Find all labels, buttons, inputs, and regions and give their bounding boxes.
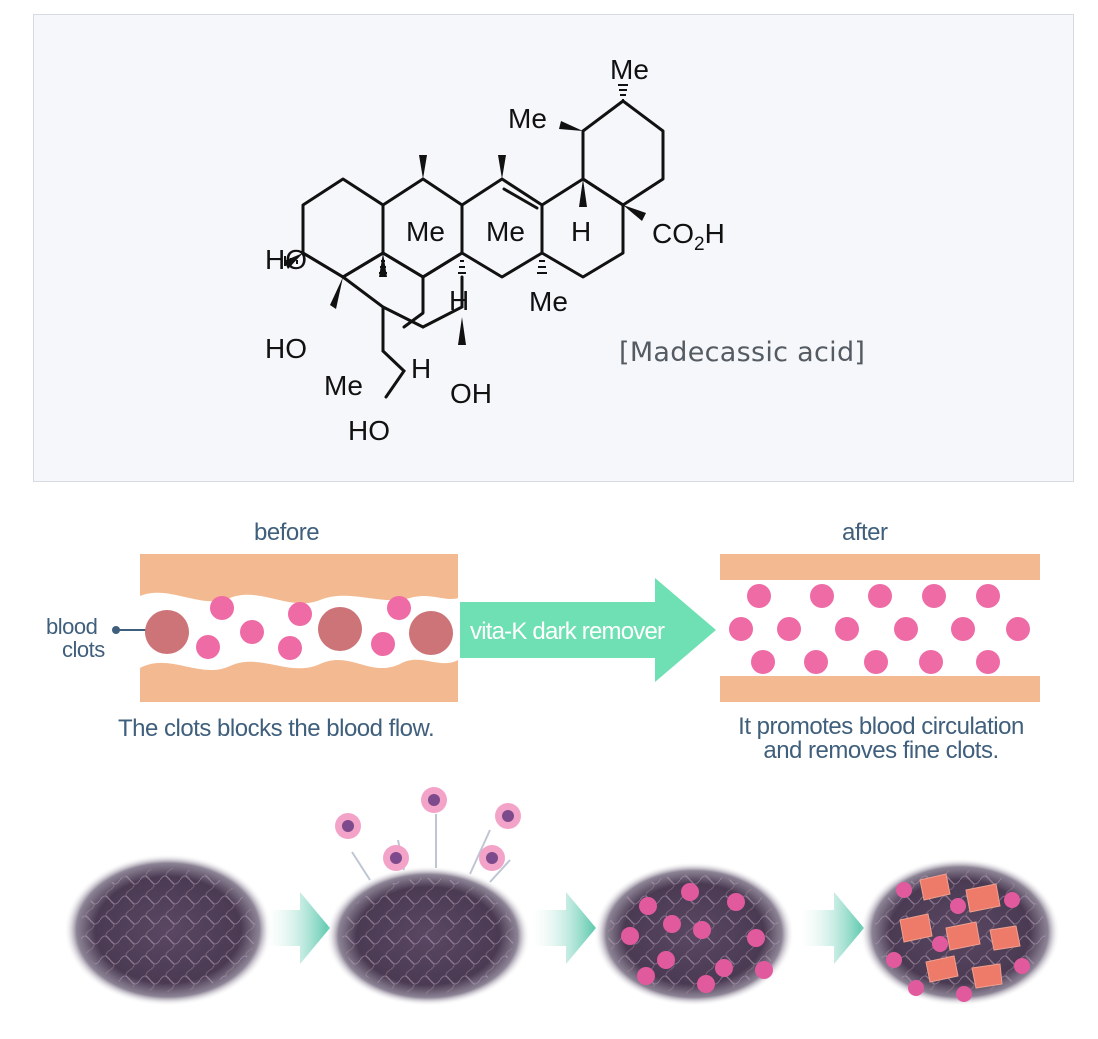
blood-cell [919, 650, 943, 674]
blood-cell [210, 596, 234, 620]
blood-cell [288, 602, 312, 626]
blood-cell [894, 617, 918, 641]
me-ring-b-label: Me [406, 216, 445, 247]
madecassic-acid-structure: Me Me H CO2H Me Me H Me HO HO Me H OH HO [265, 54, 725, 446]
before-caption: The clots blocks the blood flow. [118, 715, 435, 742]
ho-c2-label: HO [265, 244, 307, 275]
clot [318, 607, 362, 651]
h-ring-a-label: H [411, 353, 431, 384]
molecule-panel: Me Me H CO2H Me Me H Me HO HO Me H OH HO [33, 14, 1074, 482]
arrow-text: vita-K dark remover [470, 618, 665, 645]
oh-c6-label: OH [450, 378, 492, 409]
blood-cell [1006, 617, 1030, 641]
blood-cell [864, 650, 888, 674]
clot-label-line2: clots [62, 637, 105, 662]
sequence-arrow-2 [532, 892, 596, 964]
after-caption-line1: It promotes blood circulation [738, 713, 1024, 740]
ho-c23-label: HO [348, 415, 390, 446]
stage-2-tissue [326, 787, 530, 1006]
h-ring-b-label: H [449, 285, 469, 316]
blood-cell [951, 617, 975, 641]
me-ring-c-label: Me [486, 216, 525, 247]
before-label: before [254, 519, 320, 546]
blood-cell [868, 584, 892, 608]
clot [409, 611, 453, 655]
blood-cell [804, 650, 828, 674]
me-c4-label: Me [324, 370, 363, 401]
molecule-caption: [Madecassic acid] [619, 337, 866, 368]
before-cells [145, 596, 453, 660]
blood-cell [835, 617, 859, 641]
stage-3-tissue [594, 862, 794, 1006]
stage-1-tissue [64, 854, 272, 1006]
vessel-diagram: vita-K dark remover [112, 554, 1040, 702]
clot-label: blood clots [46, 615, 105, 661]
cell-sequence-diagram [64, 787, 1060, 1006]
blood-cell [976, 584, 1000, 608]
me-left-label: Me [508, 103, 547, 134]
sequence-arrow-3 [800, 892, 864, 964]
blood-cell [278, 636, 302, 660]
blood-cell [810, 584, 834, 608]
sequence-arrow-1 [266, 892, 330, 964]
after-caption: It promotes blood circulation and remove… [708, 715, 1054, 763]
arrow-shape [460, 578, 716, 682]
after-cells [729, 584, 1030, 674]
blood-cell [747, 584, 771, 608]
blood-cell [777, 617, 801, 641]
blood-cell [922, 584, 946, 608]
blood-cell [240, 620, 264, 644]
clot-label-line1: blood [46, 614, 98, 639]
blood-cell [729, 617, 753, 641]
after-vessel [720, 554, 1040, 702]
blood-cell [751, 650, 775, 674]
migrating-cells [335, 787, 521, 871]
clot [145, 610, 189, 654]
blood-cell [976, 650, 1000, 674]
after-caption-line2: and removes fine clots. [763, 737, 999, 764]
blood-cell [196, 635, 220, 659]
me-top-label: Me [610, 54, 649, 85]
after-label: after [842, 519, 888, 546]
me-lower-label: Me [529, 286, 568, 317]
ho-c3-label: HO [265, 333, 307, 364]
blood-cell [371, 632, 395, 656]
co2h-label: CO2H [652, 218, 725, 255]
h-ring-e-label: H [571, 216, 591, 247]
blood-cell [387, 596, 411, 620]
stage-4-tissue [860, 858, 1060, 1006]
